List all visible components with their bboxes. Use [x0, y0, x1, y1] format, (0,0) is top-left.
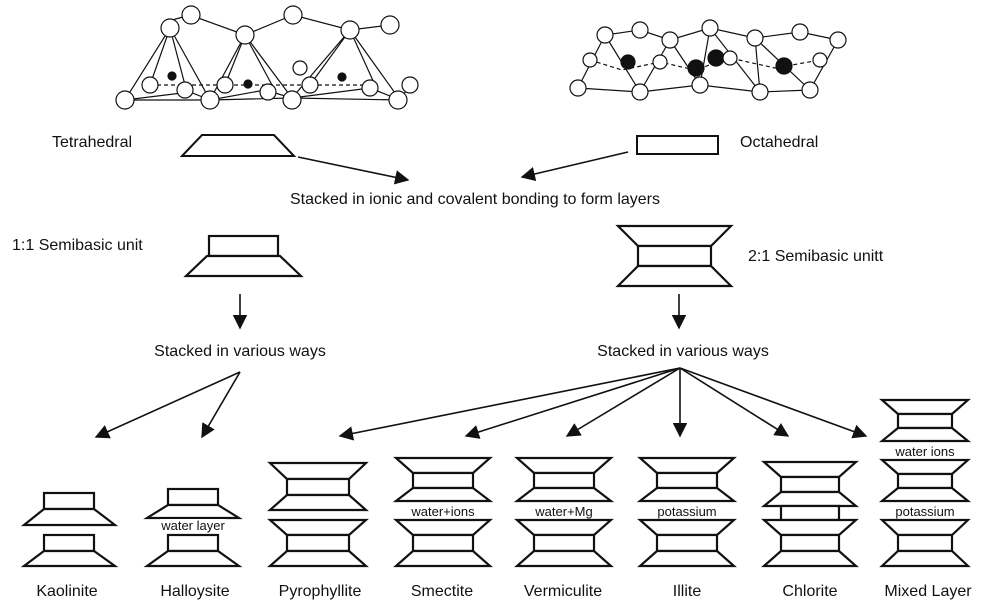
unit-21-label: 2:1 Semibasic unitt — [748, 248, 884, 265]
octahedral-symbol — [636, 135, 719, 155]
stacked-bonding-label: Stacked in ionic and covalent bonding to… — [290, 191, 660, 208]
mixed-layer-interlayer-label: potassium — [894, 504, 956, 519]
unit-21-symbol — [615, 224, 734, 288]
mineral-name-chlorite: Chlorite — [782, 583, 838, 600]
arrow-tetrahedral-to-layers — [297, 156, 410, 185]
unit-11-label: 1:1 Semibasic unit — [12, 237, 143, 254]
tetrahedral-label: Tetrahedral — [52, 134, 133, 151]
stacked-various-right-label: Stacked in various ways — [597, 343, 769, 360]
tetrahedral-structure-illustration — [115, 5, 419, 110]
mineral-name-halloysite: Halloysite — [160, 583, 230, 600]
mineral-name-illite: Illite — [672, 583, 702, 600]
mineral-name-smectite: Smectite — [410, 583, 474, 600]
vermiculite-interlayer-label: water+Mg — [534, 504, 594, 519]
arrows-11-fan — [94, 371, 241, 439]
smectite-interlayer-label: water+ions — [410, 504, 476, 519]
halloysite-stack — [143, 487, 243, 568]
illite-stack — [636, 456, 738, 568]
chlorite-stack — [760, 460, 860, 568]
mineral-name-pyrophyllite: Pyrophyllite — [278, 583, 362, 600]
kaolinite-stack — [20, 491, 119, 568]
arrows-21-fan — [338, 367, 868, 441]
mineral-name-vermiculite: Vermiculite — [523, 583, 603, 600]
mineral-name-kaolinite: Kaolinite — [36, 583, 98, 600]
pyrophyllite-stack — [267, 461, 369, 568]
halloysite-interlayer-label: water layer — [160, 518, 226, 533]
arrow-octahedral-to-layers — [520, 151, 629, 182]
vermiculite-stack — [513, 456, 615, 568]
illite-interlayer-label: potassium — [656, 504, 718, 519]
mixed-layer-stack — [878, 398, 972, 568]
tetrahedral-symbol — [179, 134, 297, 157]
unit-11-symbol — [183, 234, 304, 278]
stacked-various-left-label: Stacked in various ways — [154, 343, 326, 360]
octahedral-structure-illustration — [569, 19, 847, 101]
mineral-name-mixed-layer: Mixed Layer — [884, 583, 972, 600]
smectite-stack — [392, 456, 494, 568]
mixed-layer-top-interlayer-label: water ions — [894, 444, 956, 459]
octahedral-label: Octahedral — [740, 134, 819, 151]
